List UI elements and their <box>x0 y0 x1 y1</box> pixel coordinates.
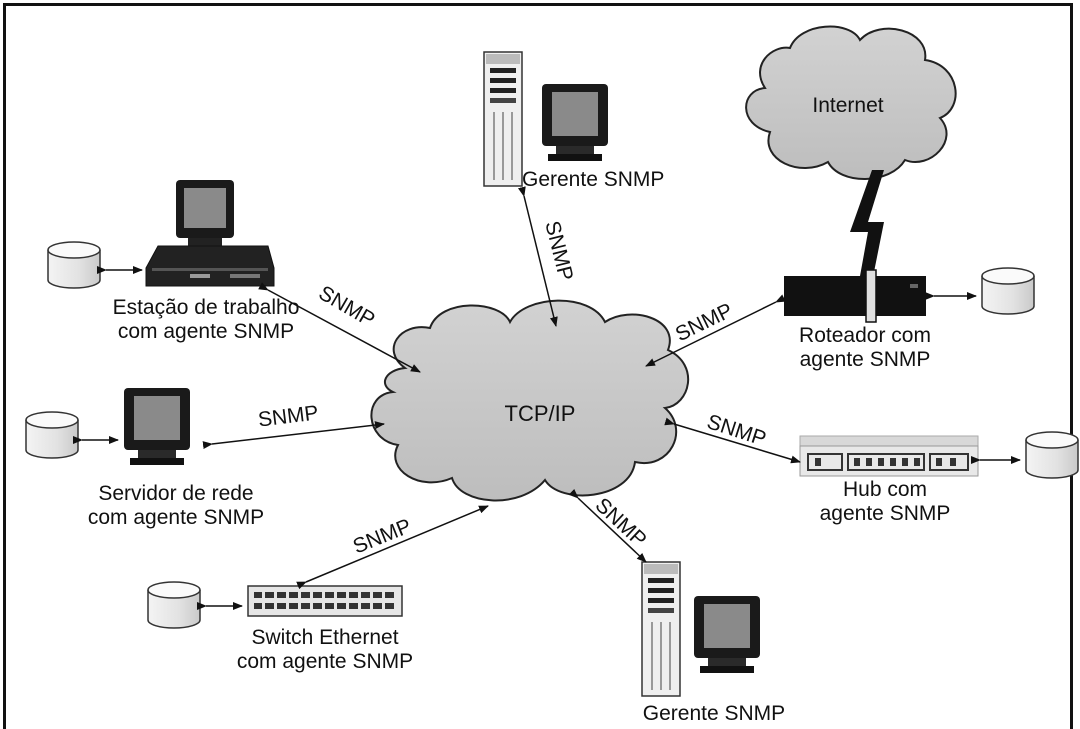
hub-icon <box>799 435 979 477</box>
hub-label-line2: agente SNMP <box>819 502 951 525</box>
manager-top-icon <box>483 51 608 187</box>
manager-bottom-icon <box>641 561 760 697</box>
server-label-line1: Servidor de rede <box>98 482 254 505</box>
database-server-icon <box>25 411 79 459</box>
database-workstation-icon <box>47 241 101 289</box>
workstation-label-line2: com agente SNMP <box>117 320 295 343</box>
server-icon <box>124 388 190 465</box>
internet-cloud <box>745 25 957 180</box>
workstation-label: Estação de trabalho com agente SNMP <box>76 296 336 344</box>
manager-top-label: Gerente SNMP <box>522 168 722 192</box>
server-label-line2: com agente SNMP <box>87 506 265 529</box>
manager-top-label-line: Gerente SNMP <box>522 168 665 191</box>
switch-label-line2: com agente SNMP <box>236 650 414 673</box>
manager-bottom-label: Gerente SNMP <box>612 702 816 726</box>
server-label: Servidor de rede com agente SNMP <box>66 482 286 530</box>
switch-label: Switch Ethernet com agente SNMP <box>212 626 438 674</box>
switch-icon <box>247 585 403 617</box>
router-label-line1: Roteador com <box>799 324 931 347</box>
router-label-line2: agente SNMP <box>799 348 931 371</box>
router-label: Roteador com agente SNMP <box>770 324 960 372</box>
tcpip-label: TCP/IP <box>504 401 576 426</box>
snmp-links <box>202 186 801 590</box>
database-router-icon <box>981 267 1035 315</box>
local-links <box>73 266 1021 610</box>
database-switch-icon <box>147 581 201 629</box>
internet-label: Internet <box>812 94 884 117</box>
database-hub-icon <box>1025 431 1079 479</box>
diagram-frame <box>3 3 1073 729</box>
hub-label: Hub com agente SNMP <box>800 478 970 526</box>
router-icon <box>784 269 926 323</box>
switch-label-line1: Switch Ethernet <box>251 626 399 649</box>
workstation-label-line1: Estação de trabalho <box>112 296 300 319</box>
hub-label-line1: Hub com <box>842 478 928 501</box>
manager-bottom-label-line: Gerente SNMP <box>642 702 786 725</box>
workstation-icon <box>145 180 275 287</box>
